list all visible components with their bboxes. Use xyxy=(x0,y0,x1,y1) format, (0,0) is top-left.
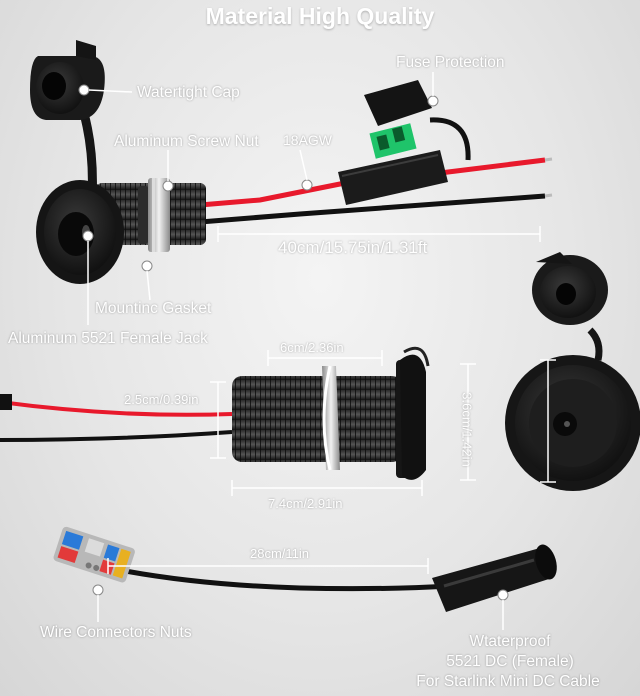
label-fuse-protection: Fuse Protection xyxy=(396,54,505,71)
label-output-line2: 5521 DC (Female) xyxy=(446,653,574,670)
dim-flange-diameter: 3.6cm/1.42in xyxy=(459,392,475,467)
front-view-socket xyxy=(505,252,640,491)
dim-pigtail-length: 28cm/11in xyxy=(250,546,310,561)
cable-length-dimension xyxy=(217,226,541,242)
side-view-dimensions xyxy=(210,350,423,496)
label-output-line3: For Starlink Mini DC Cable xyxy=(416,673,600,690)
dim-total-length: 7.4cm/2.91in xyxy=(268,496,343,511)
flange-diameter-dimension xyxy=(460,359,556,483)
side-view-socket xyxy=(0,346,430,480)
label-watertight-cap: Watertight Cap xyxy=(137,84,240,101)
label-aluminum-screw-nut: Aluminum Screw Nut xyxy=(114,133,259,150)
side-threaded-body xyxy=(232,376,402,462)
page-title: Material High Quality xyxy=(205,3,435,29)
label-mounting-gasket: Mountinc Gasket xyxy=(95,300,212,317)
bottom-callouts xyxy=(92,558,509,630)
dim-thread-length: 6cm/2.36in xyxy=(280,340,344,355)
dc-female-connector xyxy=(432,544,557,612)
fuse-holder xyxy=(338,80,471,205)
front-view-cap xyxy=(532,252,608,325)
dim-body-diameter: 2.5cm/0.39in xyxy=(124,392,199,407)
watertight-cap xyxy=(30,40,105,120)
label-female-jack: Aluminum 5521 Female Jack xyxy=(8,330,208,347)
top-callouts xyxy=(78,72,439,325)
label-output-line1: Wtaterproof xyxy=(469,633,551,650)
wire-connectors xyxy=(53,526,135,583)
bottom-pigtail xyxy=(53,526,557,612)
label-wire-gauge: 18AGW xyxy=(283,132,333,148)
label-cable-length: 40cm/15.75in/1.31ft xyxy=(278,238,428,257)
label-wire-connectors: Wire Connectors Nuts xyxy=(40,624,192,641)
top-socket-assembly xyxy=(30,40,553,284)
